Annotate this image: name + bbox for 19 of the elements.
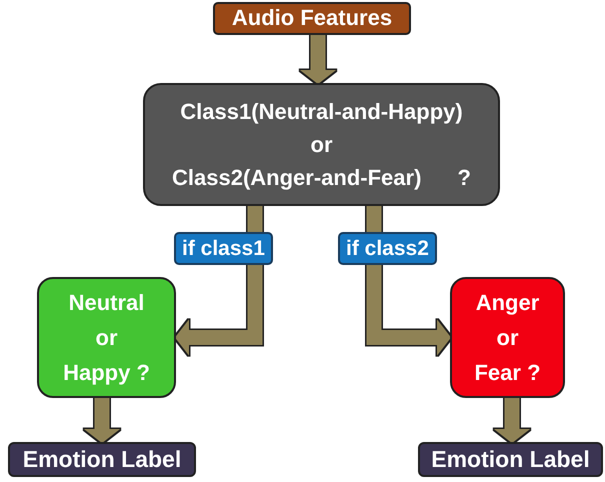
arrow bbox=[366, 206, 451, 356]
output-box bbox=[8, 442, 196, 477]
decision-box bbox=[37, 277, 176, 398]
arrow bbox=[175, 206, 262, 356]
node-text: Emotion Label bbox=[431, 446, 590, 474]
decision-box bbox=[450, 277, 565, 398]
arrow bbox=[84, 398, 120, 443]
arrow bbox=[300, 35, 336, 84]
node-text: Class1(Neutral-and-Happy) or Class2(Anger-and-Fear) ? bbox=[171, 98, 472, 192]
edge-label: if class2 bbox=[338, 232, 437, 265]
input-box bbox=[213, 2, 411, 35]
edge-label: if class1 bbox=[174, 232, 273, 265]
arrow bbox=[494, 398, 530, 443]
output-box bbox=[418, 442, 603, 477]
node-text: Audio Features bbox=[232, 5, 392, 32]
node-text: Neutral or Happy ? bbox=[62, 288, 151, 388]
node-text: Anger or Fear ? bbox=[473, 288, 542, 388]
decision-box bbox=[143, 83, 500, 206]
node-text: Emotion Label bbox=[22, 446, 182, 474]
